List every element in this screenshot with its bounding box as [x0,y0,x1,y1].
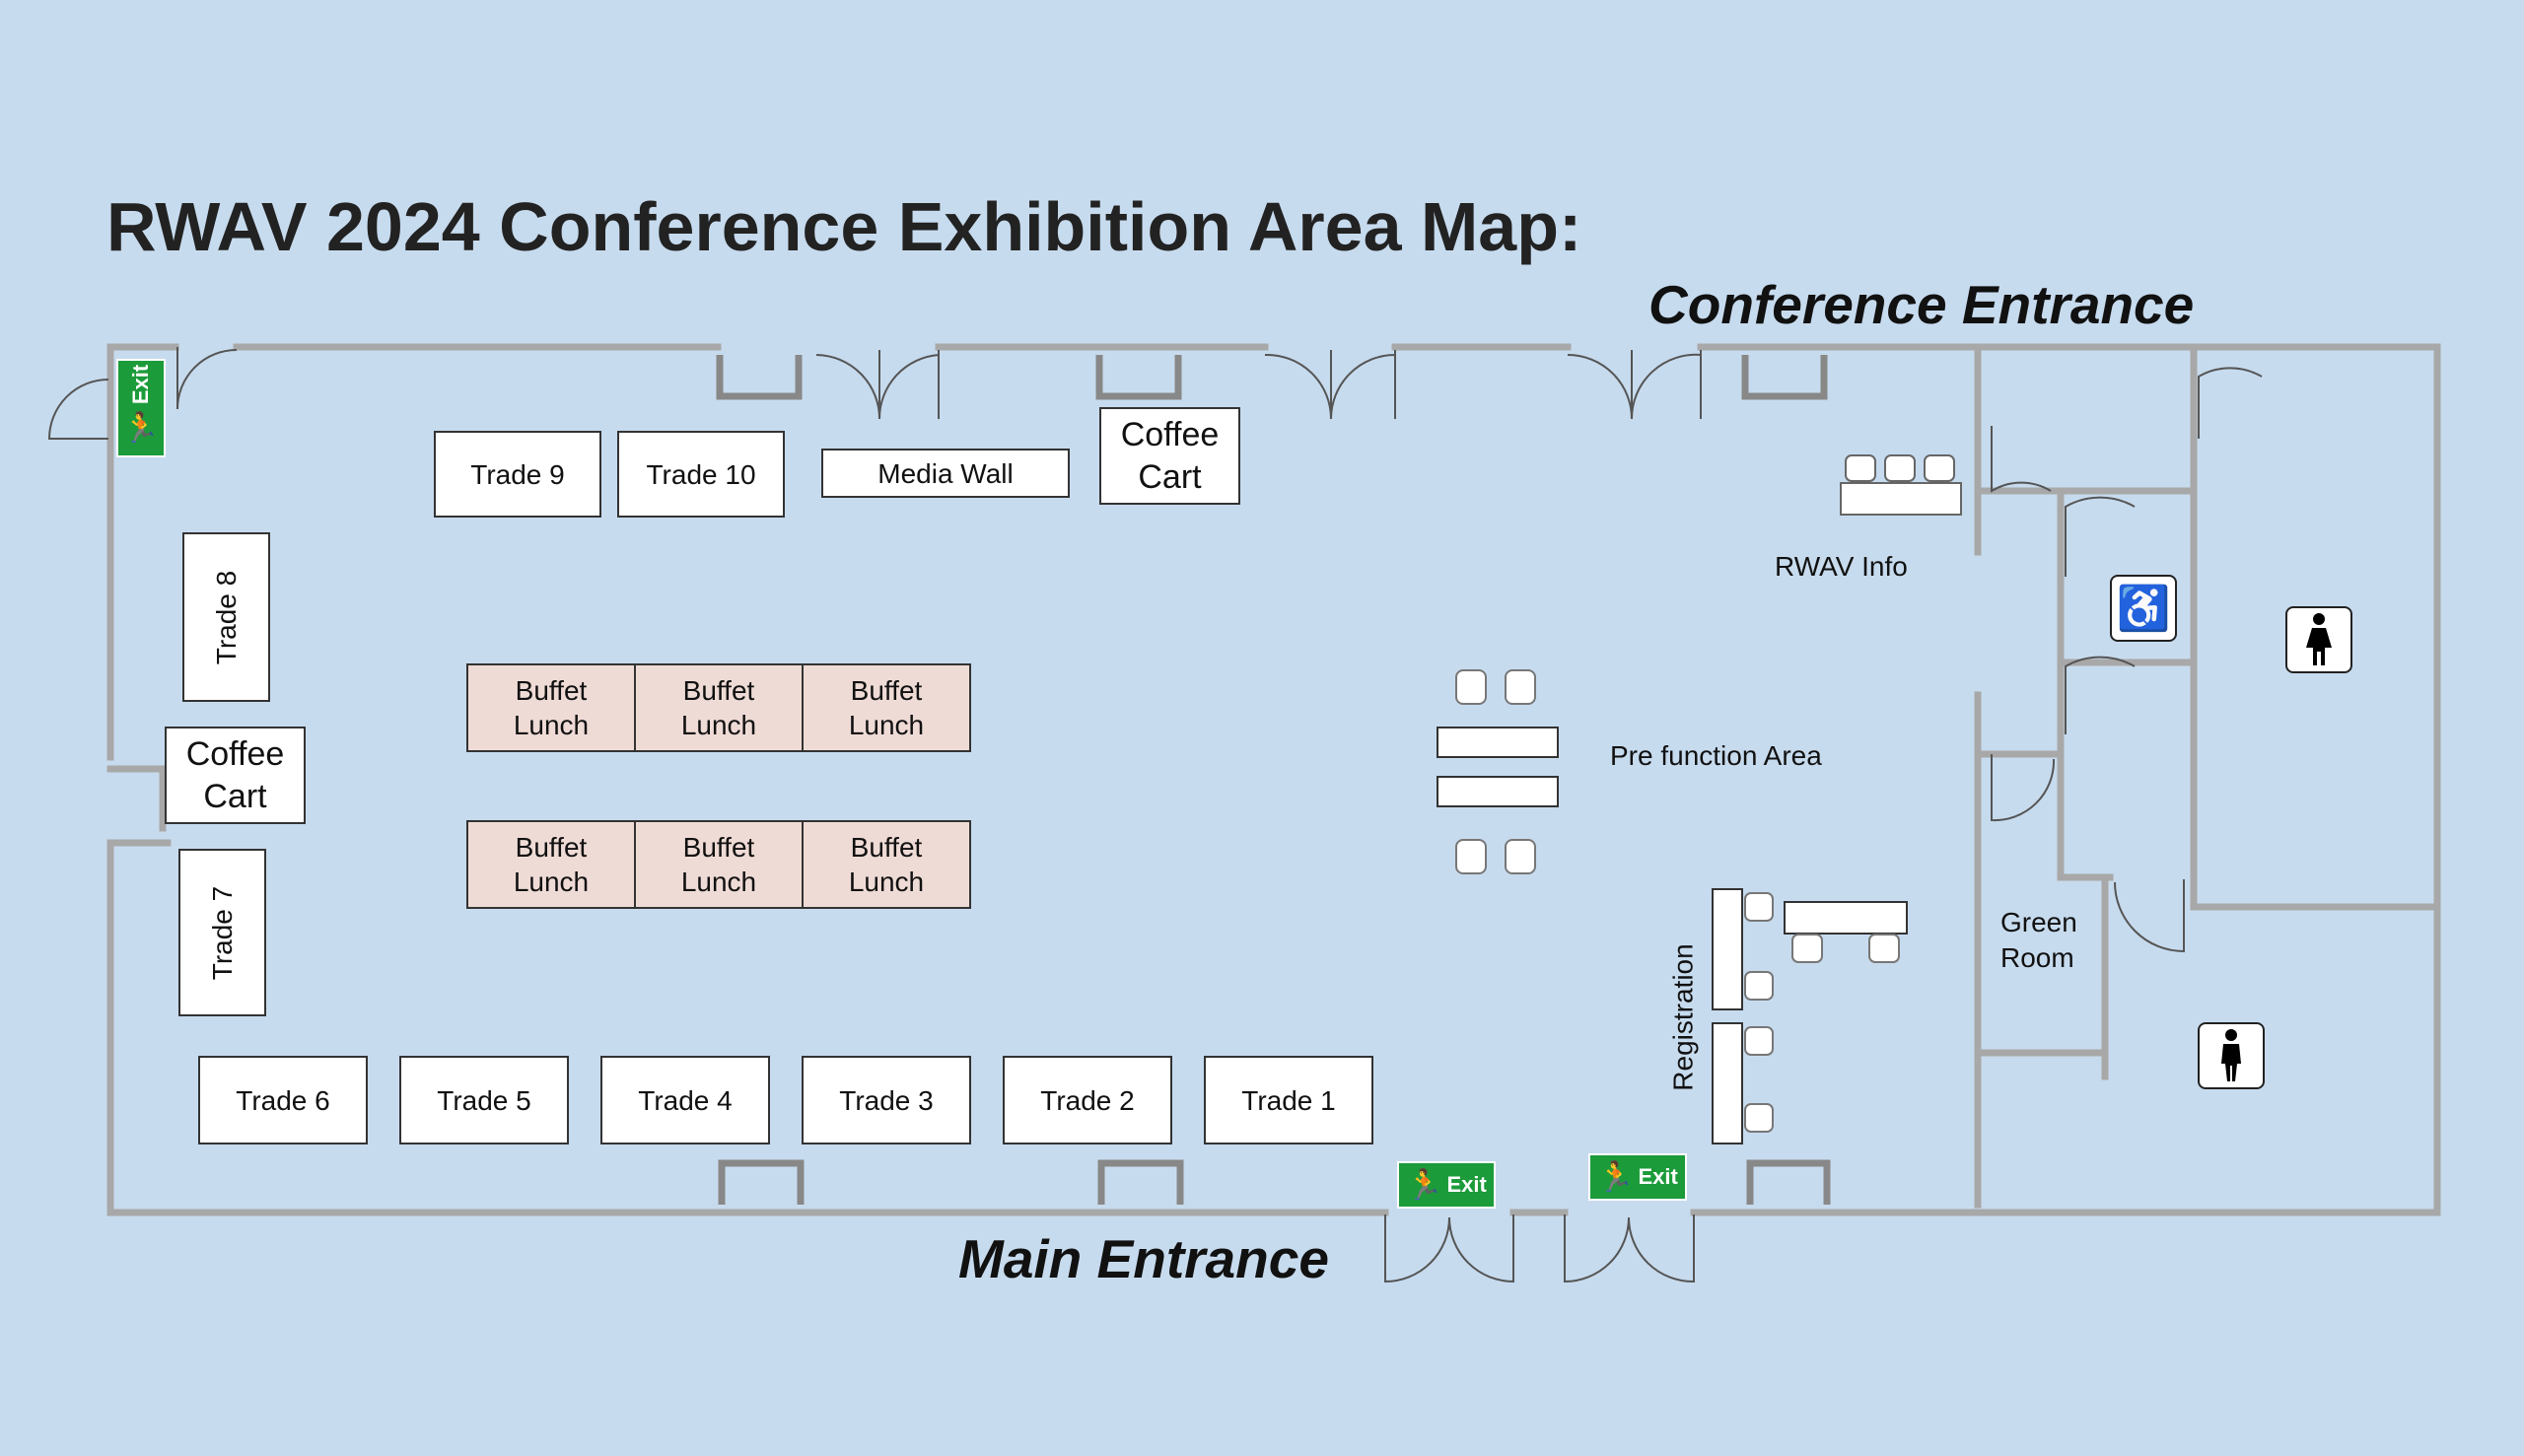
running-man-exit-icon: 🏃 [122,411,160,445]
female-figure-icon [2306,613,2332,665]
registration-label: Registration [1667,943,1699,1091]
male-toilet-icon [2198,1022,2265,1089]
coffee-cart-top[interactable]: Coffee Cart [1099,407,1240,505]
buffet-lunch-table[interactable]: Buffet Lunch [802,820,971,909]
booth-trade-1[interactable]: Trade 1 [1204,1056,1373,1144]
green-room-label: Green Room [2000,907,2077,974]
booth-trade-7-label: Trade 7 [207,885,238,980]
exit-sign-left: Exit 🏃 [116,359,166,457]
booth-trade-8-label: Trade 8 [211,570,242,664]
buffet-lunch-table[interactable]: Buffet Lunch [466,820,636,909]
running-man-exit-icon: 🏃 [1406,1168,1443,1202]
buffet-lunch-table[interactable]: Buffet Lunch [802,663,971,752]
booth-trade-7[interactable]: Trade 7 [178,849,266,1016]
running-man-exit-icon: 🏃 [1597,1160,1635,1194]
exit-sign-main-left-text: Exit [1446,1172,1487,1197]
booth-trade-8[interactable]: Trade 8 [182,532,270,702]
booth-trade-9[interactable]: Trade 9 [434,431,601,518]
exit-sign-main-right-text: Exit [1638,1164,1678,1189]
rwav-info-label: RWAV Info [1775,551,1908,582]
conference-entrance-label: Conference Entrance [1648,274,2195,335]
main-entrance-label: Main Entrance [958,1228,1329,1289]
media-wall[interactable]: Media Wall [821,449,1070,498]
booth-trade-10[interactable]: Trade 10 [617,431,785,518]
exit-sign-left-text: Exit [127,364,153,404]
map-title: RWAV 2024 Conference Exhibition Area Map… [106,188,1582,265]
coffee-cart-left[interactable]: Coffee Cart [165,727,306,824]
buffet-lunch-table[interactable]: Buffet Lunch [634,820,804,909]
wheelchair-accessible-toilet-icon: ♿ [2110,575,2177,642]
female-toilet-icon [2285,606,2352,673]
buffet-lunch-table[interactable]: Buffet Lunch [634,663,804,752]
booth-trade-2[interactable]: Trade 2 [1003,1056,1172,1144]
booth-trade-3[interactable]: Trade 3 [802,1056,971,1144]
booth-trade-6[interactable]: Trade 6 [198,1056,368,1144]
exit-sign-main-left: 🏃 Exit [1397,1161,1496,1209]
pre-function-area-label: Pre function Area [1610,740,1822,771]
exit-sign-main-right: 🏃 Exit [1588,1153,1687,1201]
male-figure-icon [2221,1029,2241,1081]
booth-trade-4[interactable]: Trade 4 [600,1056,770,1144]
booth-trade-5[interactable]: Trade 5 [399,1056,569,1144]
buffet-lunch-table[interactable]: Buffet Lunch [466,663,636,752]
